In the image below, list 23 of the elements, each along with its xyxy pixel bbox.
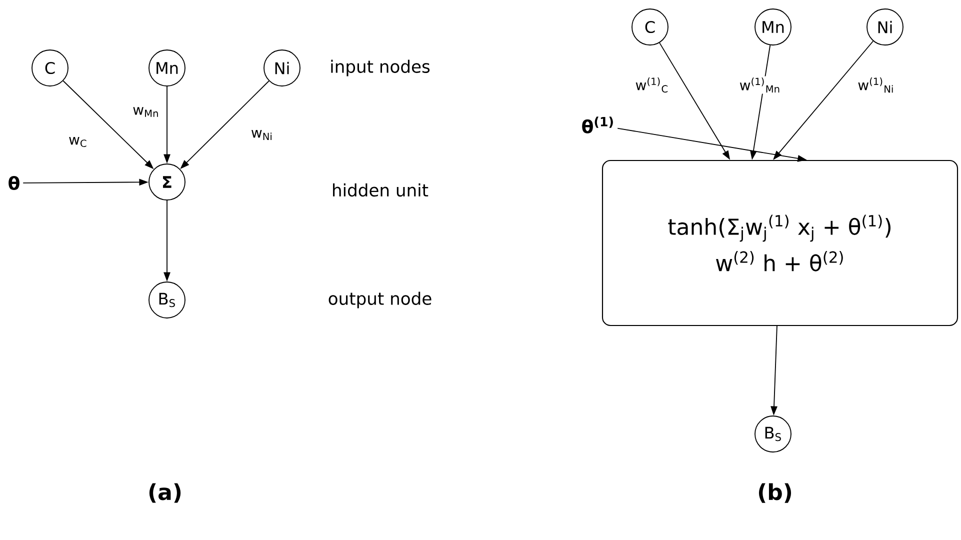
variable-node: C [632,8,668,46]
summation-node: Σ [148,164,186,200]
layer-label: input nodes [331,60,430,76]
edge-label: w$^{(1)}$Ni [856,76,896,94]
edge-label: w$_{Mn}$ [131,106,161,118]
variable-node: Ni [866,8,904,46]
panel-label: (a) [149,483,181,503]
edge-label: w$_{Ni}$ [250,128,274,142]
layer-label: output node [328,292,432,308]
edge-label: w$^{(1)}$Mn [738,76,782,94]
hidden-unit-box: tanh(Σ$_{j}$w$_{j}$$^{(1)}$ x$_{j}$ + θ$^{(1)}$) w$^{(2)}$ h + θ$^{(2)}$ [602,160,958,326]
panel-label: (b) [758,483,792,503]
edge-label: w$^{(1)}$C [634,76,670,94]
variable-node: Mn [754,8,792,46]
variable-node: B$_{S}$ [148,282,186,318]
edge-label: w$_{C}$ [67,136,89,148]
variable-node: C [32,50,68,86]
layer-label: hidden unit [333,183,428,197]
bias-label: θ$^{(1)}$ [582,116,613,134]
variable-node: Mn [148,50,186,86]
bias-label: θ [8,176,20,190]
variable-node: Ni [264,50,300,86]
variable-node: B$_{S}$ [754,416,792,452]
